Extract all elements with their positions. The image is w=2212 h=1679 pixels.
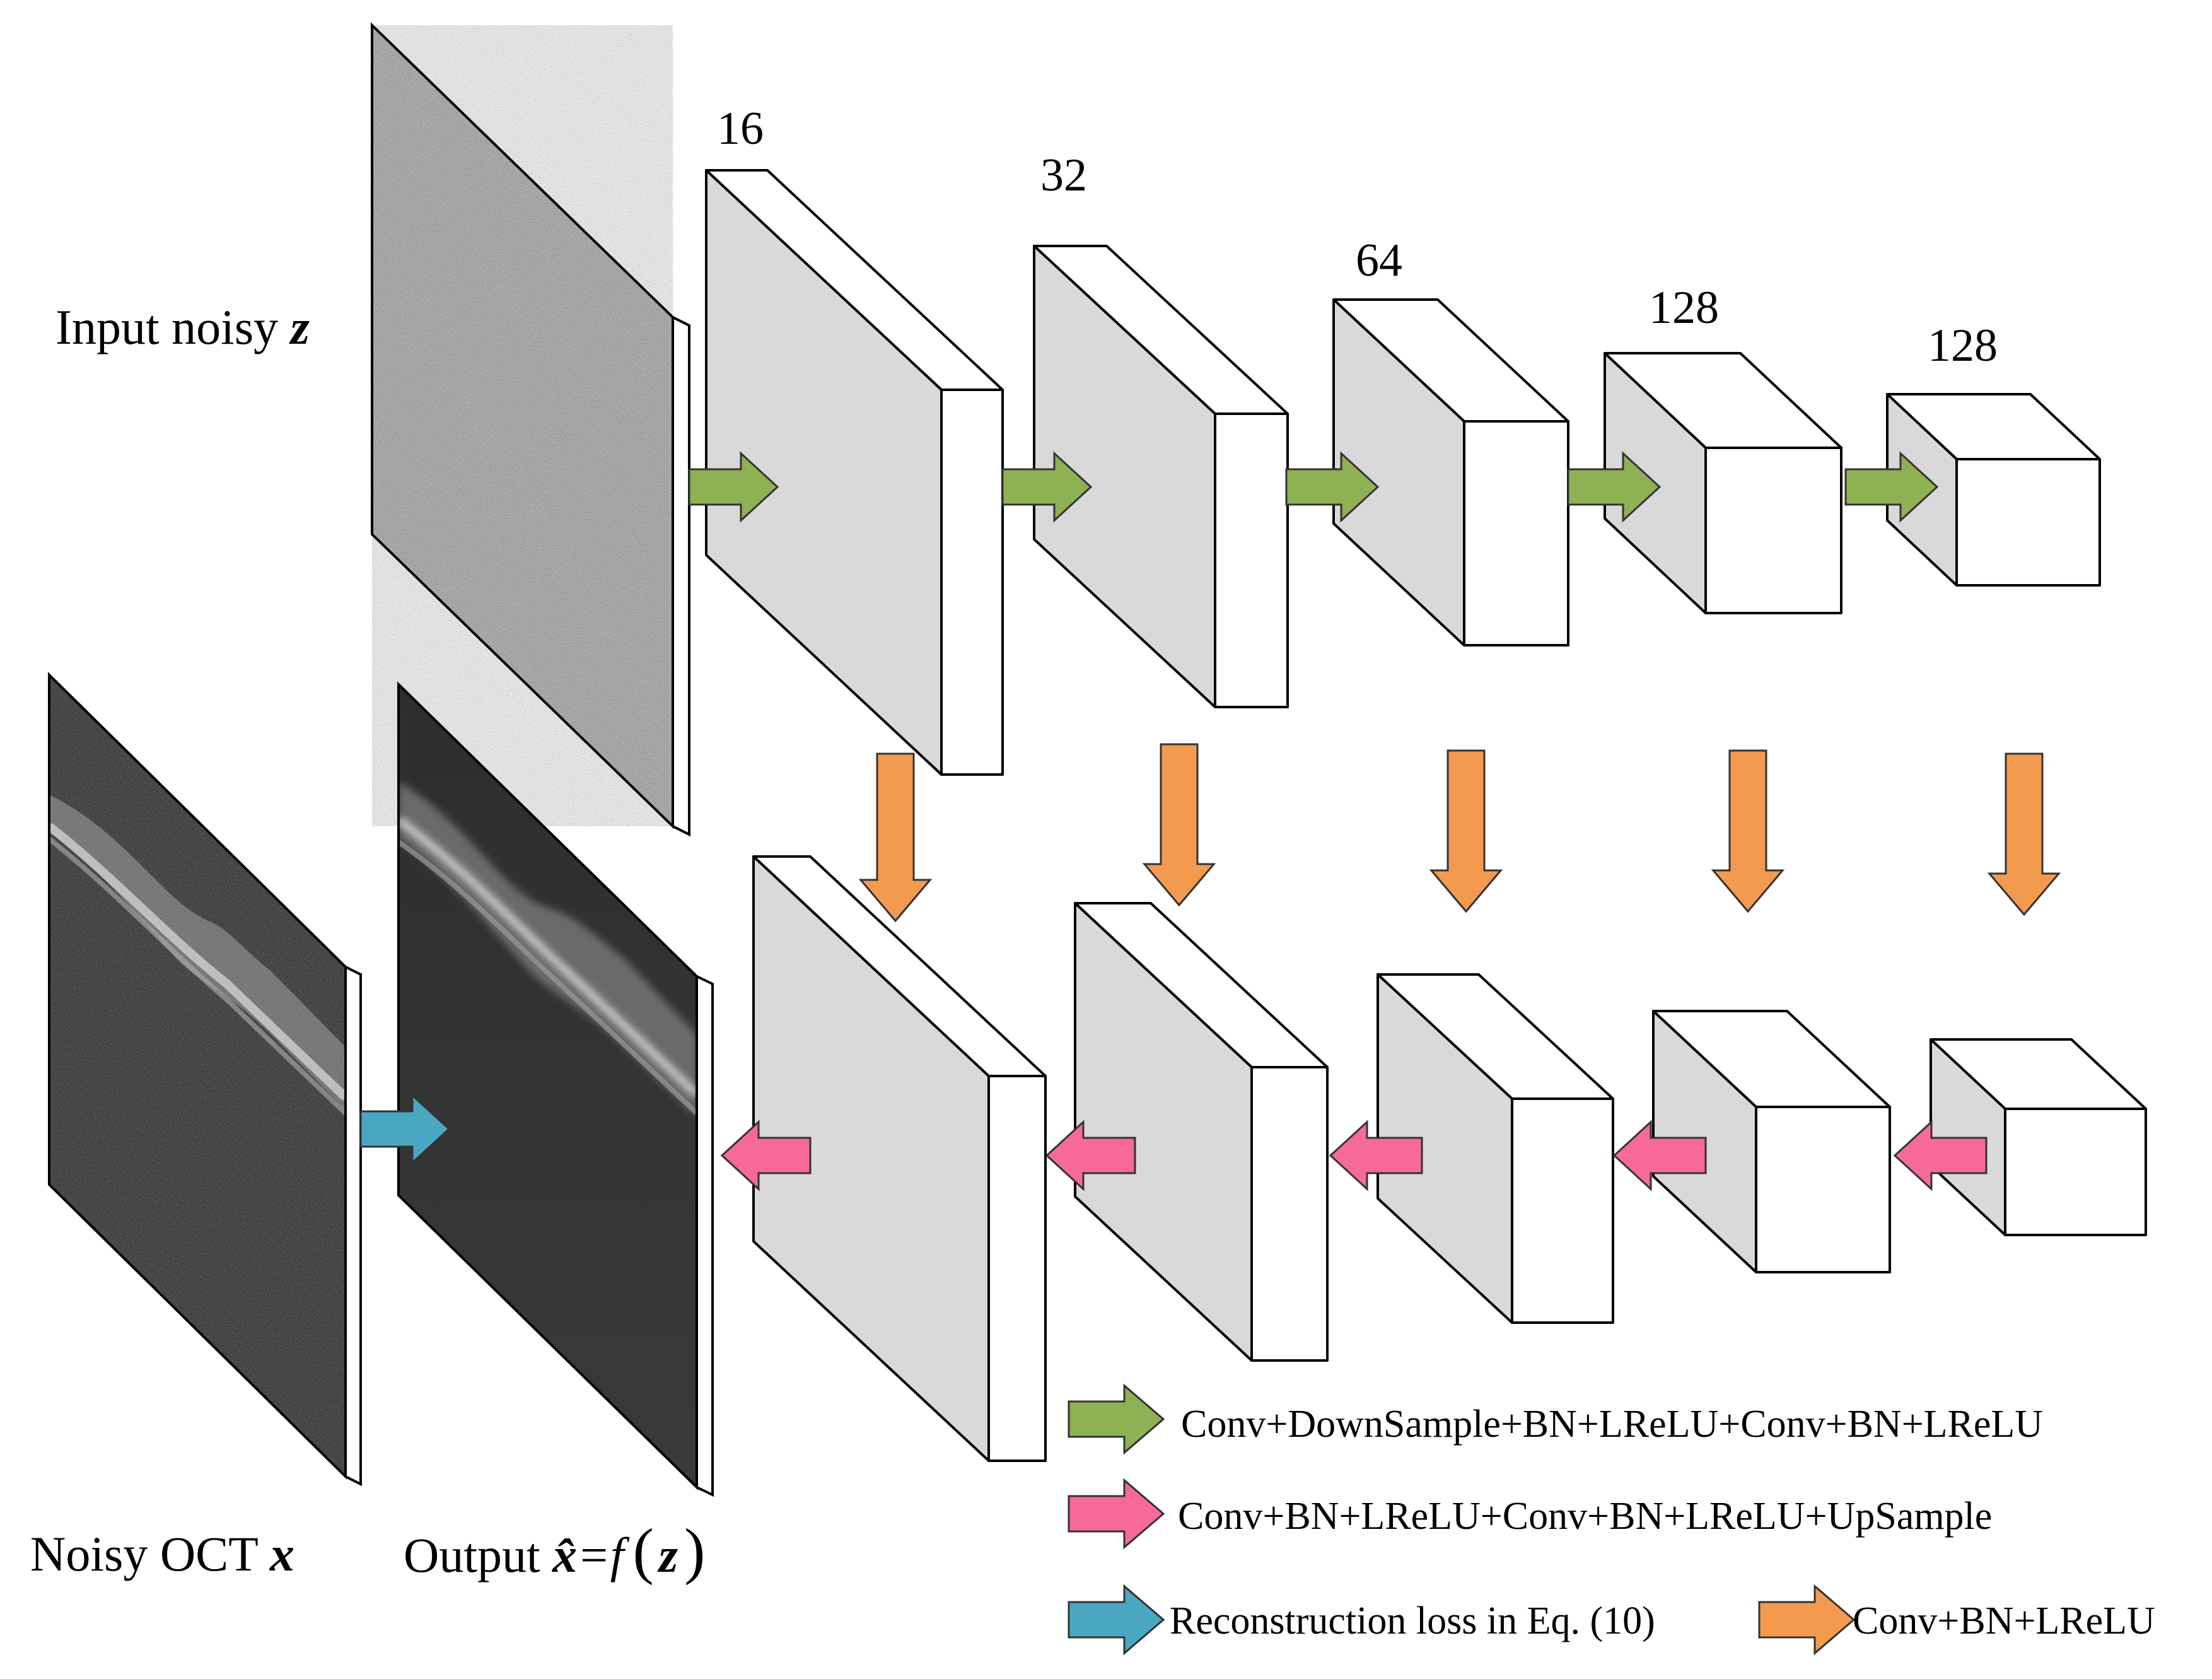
output-label: Output x̂=f(z) bbox=[404, 1516, 705, 1586]
decoder-block-2 bbox=[1074, 902, 1329, 1362]
orange-arrow-3 bbox=[1429, 749, 1503, 913]
legend-green-arrow bbox=[1068, 1383, 1165, 1455]
green-arrow-1 bbox=[688, 451, 779, 523]
noisy-oct-image bbox=[48, 672, 362, 1487]
green-arrow-5 bbox=[1844, 451, 1939, 523]
legend-orange-text: Conv+BN+LReLU bbox=[1853, 1600, 2155, 1642]
decoder-block-1 bbox=[752, 855, 1047, 1462]
pink-arrow-3 bbox=[1329, 1120, 1423, 1191]
green-arrow-2 bbox=[1001, 451, 1093, 523]
noisy-oct-label: Noisy OCT x bbox=[30, 1526, 294, 1581]
encoder-block-2 bbox=[1033, 245, 1289, 708]
legend-blue-text: Reconstruction loss in Eq. (10) bbox=[1170, 1600, 1655, 1642]
legend-pink-text: Conv+BN+LReLU+Conv+BN+LReLU+UpSample bbox=[1178, 1495, 1992, 1538]
channel-count-3: 64 bbox=[1356, 235, 1402, 286]
encoder-block-3 bbox=[1332, 298, 1569, 646]
orange-arrow-4 bbox=[1711, 749, 1785, 913]
green-arrow-4 bbox=[1567, 451, 1662, 523]
channel-count-5: 128 bbox=[1928, 320, 1998, 371]
encoder-block-1 bbox=[705, 169, 1004, 776]
decoder-block-3 bbox=[1377, 973, 1614, 1324]
legend-green-text: Conv+DownSample+BN+LReLU+Conv+BN+LReLU bbox=[1181, 1403, 2043, 1446]
legend-orange-arrow bbox=[1758, 1584, 1856, 1656]
pink-arrow-1 bbox=[720, 1120, 812, 1191]
pink-arrow-5 bbox=[1893, 1120, 1988, 1191]
legend-pink-arrow bbox=[1068, 1478, 1165, 1550]
pink-arrow-2 bbox=[1045, 1120, 1136, 1191]
orange-arrow-5 bbox=[1987, 752, 2061, 916]
legend: Conv+DownSample+BN+LReLU+Conv+BN+LReLU C… bbox=[1170, 1403, 2155, 1642]
legend-blue-arrow bbox=[1068, 1584, 1165, 1656]
orange-arrow-1 bbox=[858, 752, 933, 923]
input-noise-image bbox=[371, 22, 690, 837]
pink-arrow-4 bbox=[1612, 1120, 1707, 1191]
input-label: Input noisy z bbox=[55, 300, 310, 354]
orange-arrow-2 bbox=[1142, 743, 1216, 907]
channel-count-1: 16 bbox=[717, 103, 764, 155]
channel-count-4: 128 bbox=[1649, 282, 1719, 334]
blue-loss-arrow bbox=[359, 1093, 451, 1165]
channel-count-2: 32 bbox=[1040, 149, 1087, 201]
encoder-block-5 bbox=[1886, 393, 2101, 587]
green-arrow-3 bbox=[1285, 451, 1380, 523]
